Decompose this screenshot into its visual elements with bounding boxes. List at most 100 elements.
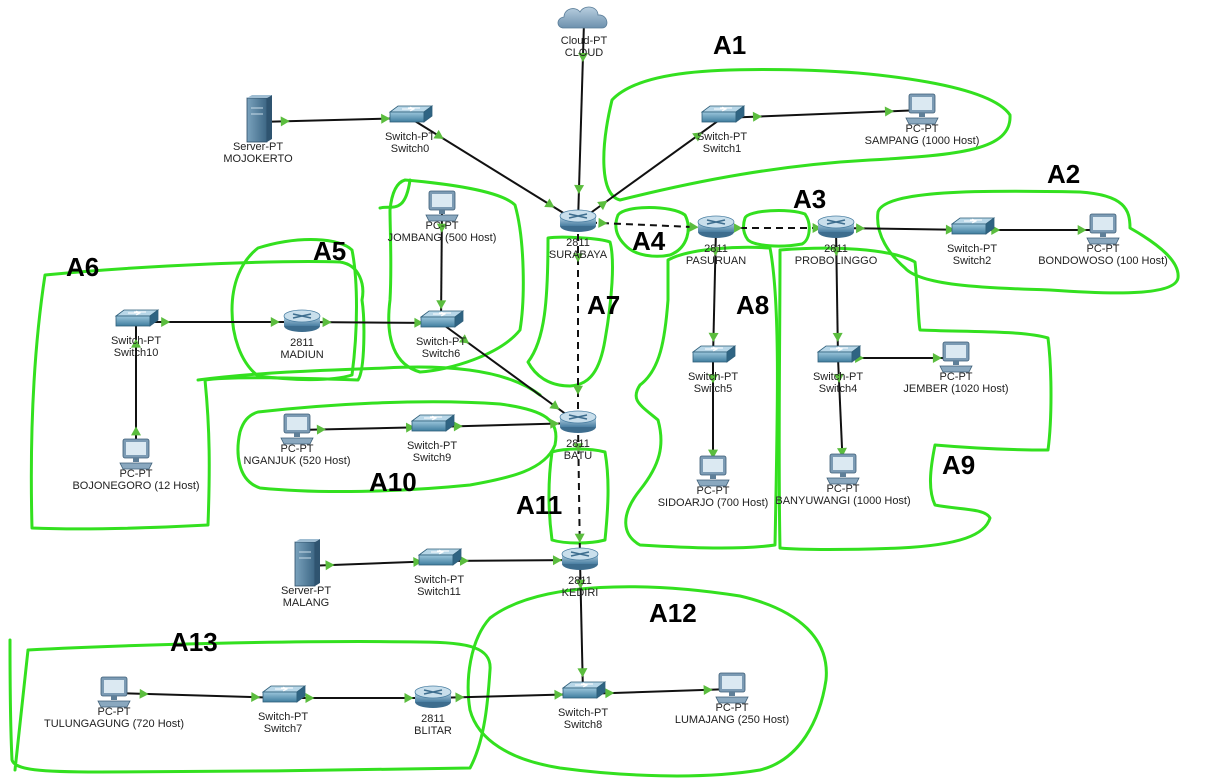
device-name-label: SURABAYA bbox=[549, 249, 608, 261]
link-indicator-pc_bojonegoro-sw10-1 bbox=[131, 338, 141, 348]
switch-icon bbox=[561, 681, 607, 699]
area-a2-outline bbox=[876, 189, 1180, 295]
area-a4-outline bbox=[614, 206, 690, 258]
device-name-label: Switch10 bbox=[114, 347, 159, 359]
link-indicator-r_batu-r_kediri-0 bbox=[573, 443, 584, 453]
link-indicator-r_madiun-sw6-1 bbox=[414, 317, 424, 328]
links-layer bbox=[113, 21, 1103, 703]
link-indicator-sw8-pc_lumajang-0 bbox=[605, 688, 615, 699]
link-indicator-r_probolinggo-sw4-1 bbox=[832, 332, 843, 342]
device-type-label: PC-PT bbox=[940, 371, 973, 383]
link-indicator-sw8-pc_lumajang-1 bbox=[703, 685, 713, 695]
cloud-icon bbox=[557, 6, 608, 29]
switch-icon bbox=[417, 548, 463, 566]
device-name-label: Switch5 bbox=[694, 383, 733, 395]
device-type-label: PC-PT bbox=[906, 123, 939, 135]
area-label-a9: A9 bbox=[942, 450, 975, 480]
link-indicator-sw4-pc_jember-1 bbox=[932, 353, 942, 363]
link-indicator-r_probolinggo-sw4-0 bbox=[831, 247, 842, 257]
device-name-label: JOMBANG (500 Host) bbox=[388, 232, 497, 244]
device-name-label: LUMAJANG (250 Host) bbox=[675, 714, 789, 726]
switch-icon bbox=[114, 309, 160, 327]
device-type-label: Server-PT bbox=[233, 141, 283, 153]
link-indicator-sw9-r_batu-1 bbox=[550, 418, 560, 429]
area-label-a13: A13 bbox=[170, 627, 218, 657]
link-indicator-r_surabaya-r_pasuruan-0 bbox=[598, 217, 608, 228]
area-label-a2: A2 bbox=[1047, 159, 1080, 189]
device-name-label: Switch4 bbox=[819, 383, 858, 395]
switch-icon bbox=[950, 217, 996, 235]
area-label-a7: A7 bbox=[587, 290, 620, 320]
device-name-label: BONDOWOSO (100 Host) bbox=[1038, 255, 1168, 267]
link-indicator-srv_malang-sw11-1 bbox=[413, 557, 423, 568]
pc-icon bbox=[97, 676, 131, 708]
link-indicator-cloud-r_surabaya-1 bbox=[574, 184, 585, 194]
device-type-label: 2811 bbox=[290, 337, 314, 349]
area-a7-outline bbox=[526, 235, 614, 388]
device-name-label: Switch11 bbox=[417, 586, 461, 598]
link-indicator-pc_bojonegoro-sw10-0 bbox=[131, 426, 141, 436]
device-name-label: Switch0 bbox=[391, 143, 430, 155]
device-name-label: Switch7 bbox=[264, 723, 303, 735]
router-icon bbox=[283, 309, 321, 332]
pc-icon bbox=[119, 438, 153, 470]
device-type-label: PC-PT bbox=[98, 706, 131, 718]
switch-icon bbox=[816, 345, 862, 363]
device-type-label: Switch-PT bbox=[558, 707, 608, 719]
area-a3-outline bbox=[741, 209, 811, 248]
device-name-label: Switch8 bbox=[564, 719, 603, 731]
device-type-label: PC-PT bbox=[716, 702, 749, 714]
link-indicator-cloud-r_surabaya-0 bbox=[578, 52, 589, 62]
device-type-label: Server-PT bbox=[281, 585, 331, 597]
area-a11-outline bbox=[547, 447, 610, 545]
link-indicator-r_pasuruan-r_probolinggo-0 bbox=[733, 223, 743, 233]
link-indicator-r_probolinggo-sw2-0 bbox=[856, 223, 866, 234]
server-icon bbox=[294, 539, 320, 587]
link-indicator-sw0-r_surabaya-1 bbox=[544, 198, 555, 208]
device-name-label: Switch2 bbox=[953, 255, 992, 267]
link-indicator-r_pasuruan-r_probolinggo-1 bbox=[812, 223, 822, 233]
pc-icon bbox=[905, 93, 939, 125]
device-type-label: PC-PT bbox=[827, 483, 860, 495]
device-name-label: CLOUD bbox=[565, 47, 604, 59]
pc-icon bbox=[1086, 213, 1120, 245]
link-indicator-pc_tulungagung-sw7-0 bbox=[139, 688, 149, 699]
link-indicator-sw10-r_madiun-0 bbox=[161, 317, 171, 327]
area-a12-outline bbox=[466, 585, 828, 778]
link-indicator-r_batu-r_kediri-1 bbox=[574, 533, 585, 543]
device-type-label: Switch-PT bbox=[407, 440, 457, 452]
link-indicator-r_surabaya-sw1-1 bbox=[692, 132, 703, 142]
router-icon bbox=[561, 547, 599, 570]
